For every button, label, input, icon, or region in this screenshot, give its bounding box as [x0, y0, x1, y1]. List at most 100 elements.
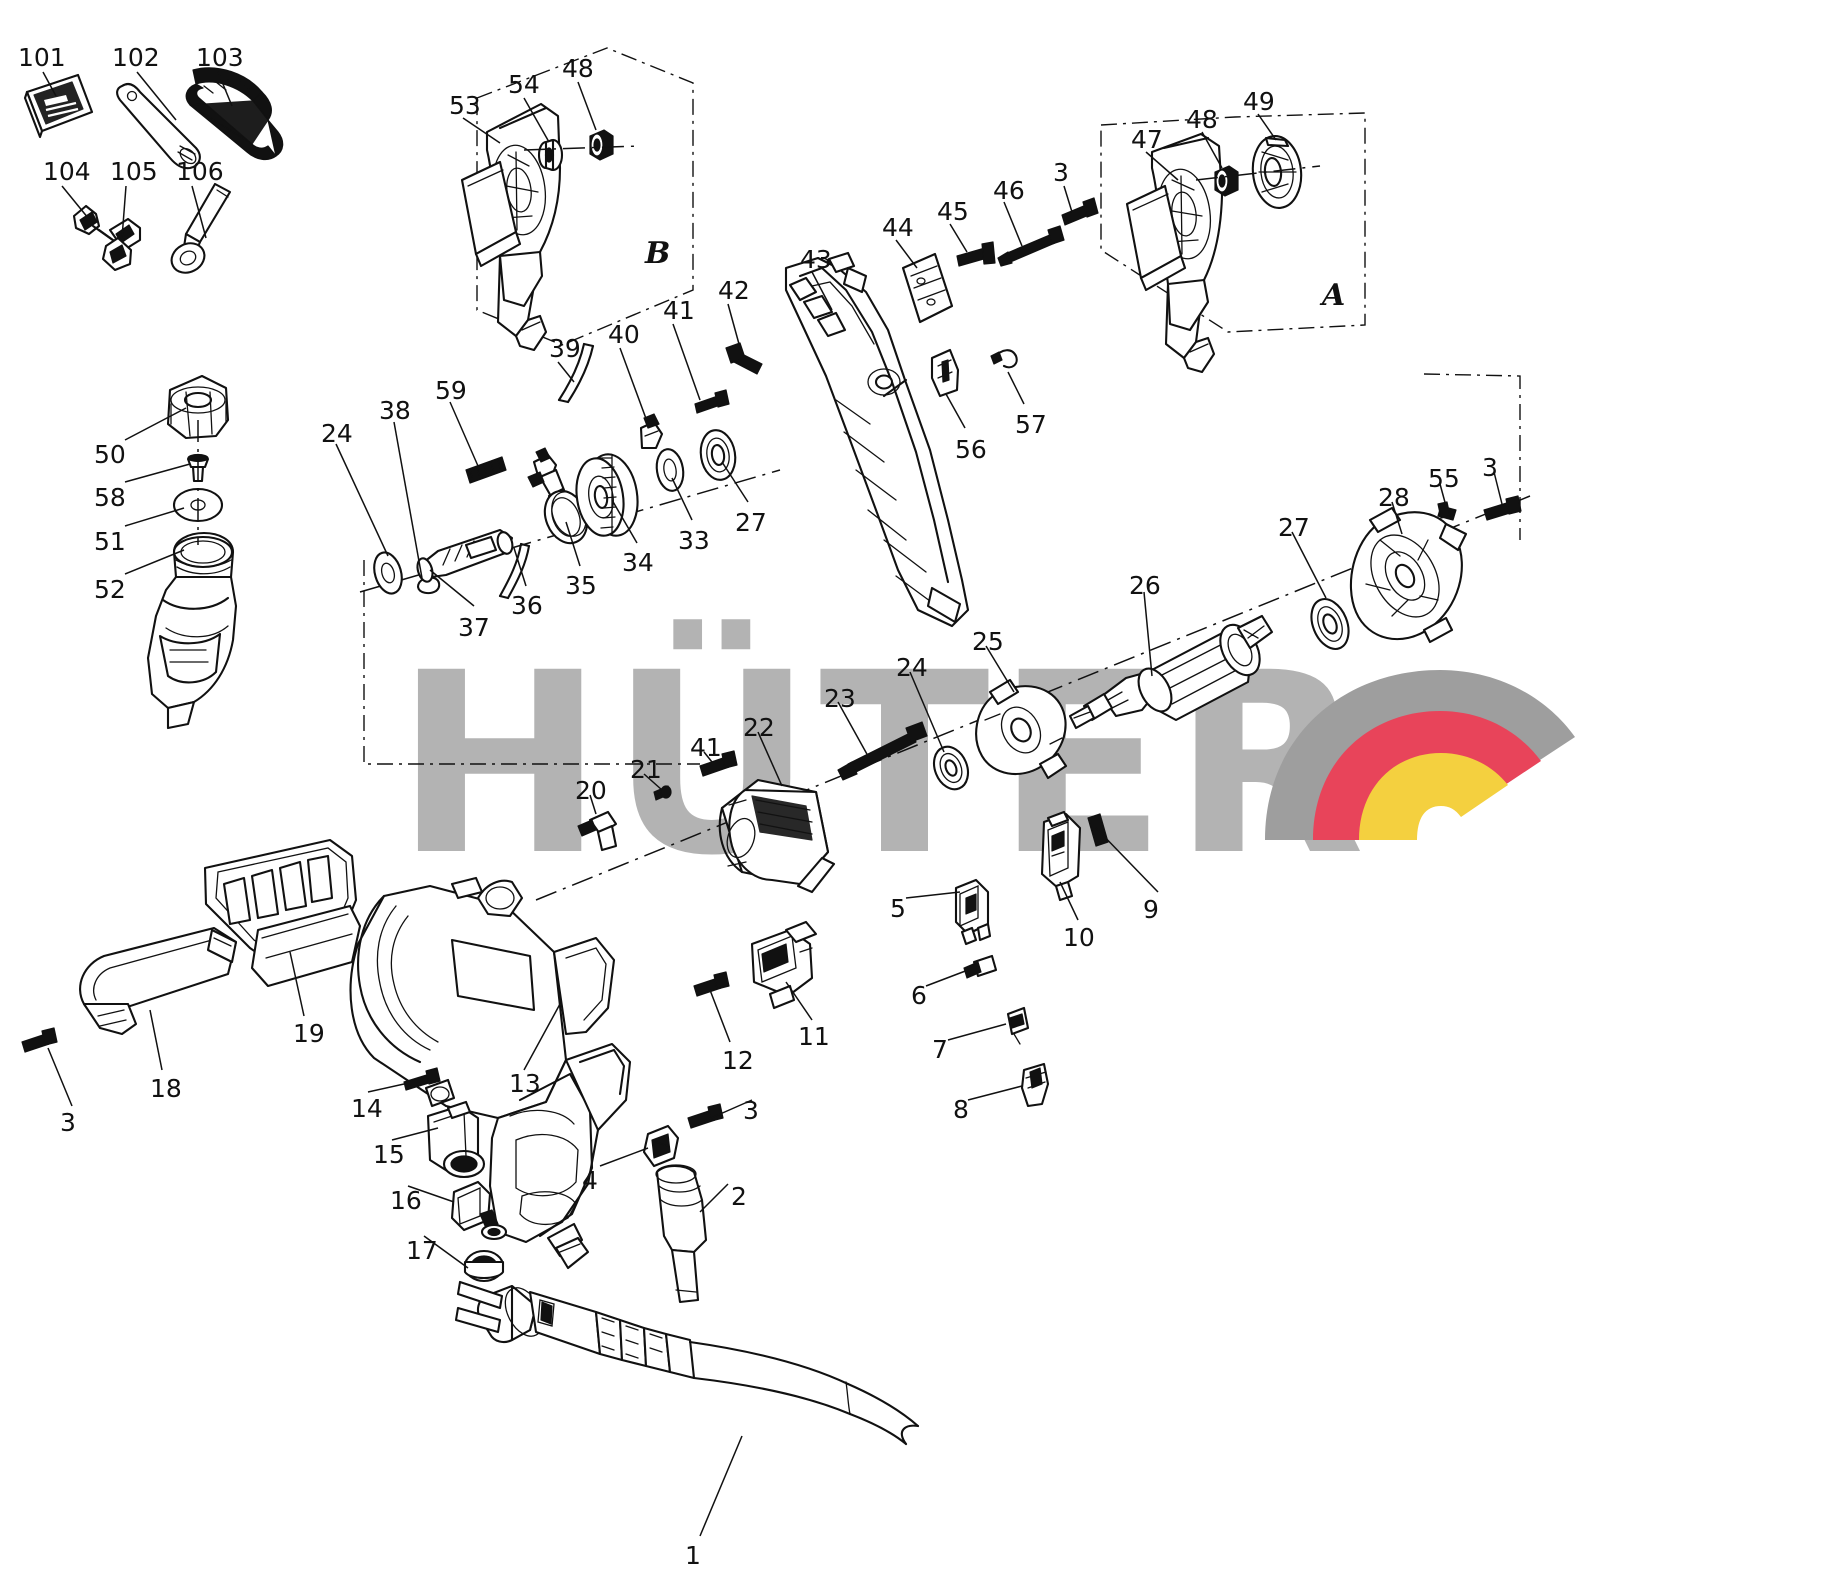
part-3-screw-right — [1483, 495, 1522, 521]
callout-13: 13 — [509, 1069, 541, 1098]
part-57-spring-clip — [990, 349, 1018, 369]
callout-49: 49 — [1243, 87, 1275, 116]
accessory-103-saw-chain — [185, 67, 284, 161]
callout-101: 101 — [18, 43, 66, 72]
axis-detail-a — [1195, 165, 1321, 181]
part-26-armature — [1068, 614, 1274, 730]
part-24-bearing-motor — [932, 745, 970, 791]
callout-56: 56 — [955, 435, 987, 464]
part-50-oil-cap — [166, 374, 230, 440]
part-28-end-cap — [1349, 506, 1468, 644]
part-18-front-handle — [79, 926, 238, 1036]
callout-6: 6 — [911, 981, 927, 1010]
callout-104: 104 — [43, 157, 91, 186]
callout-34: 34 — [622, 548, 654, 577]
callout-40: 40 — [608, 320, 640, 349]
part-35-oil-pump — [527, 447, 589, 545]
callout-3-left: 3 — [60, 1108, 76, 1137]
part-48-nut-b — [589, 129, 614, 161]
callout-14: 14 — [351, 1094, 383, 1123]
callout-43: 43 — [800, 245, 832, 274]
part-25-bearing-holder — [975, 678, 1068, 780]
part-48-nut-a — [1214, 165, 1239, 197]
part-6-terminal — [963, 954, 998, 979]
detail-box-b-label: B — [645, 236, 671, 271]
callout-46: 46 — [993, 176, 1025, 205]
part-20-oil-plug — [577, 810, 618, 852]
callout-20: 20 — [575, 776, 607, 805]
detail-frame-left — [363, 560, 700, 765]
callout-9: 9 — [1143, 895, 1159, 924]
part-24-bearing-left — [373, 551, 403, 595]
axis-gear-train — [359, 469, 781, 593]
part-3-screw-left — [21, 1027, 58, 1053]
callout-27-right: 27 — [1278, 513, 1310, 542]
callout-18: 18 — [150, 1074, 182, 1103]
callout-39: 39 — [549, 334, 581, 363]
callout-25: 25 — [972, 627, 1004, 656]
callout-24-motor: 24 — [896, 653, 928, 682]
callout-3-upper: 3 — [1053, 158, 1069, 187]
callout-26: 26 — [1129, 571, 1161, 600]
callout-10: 10 — [1063, 923, 1095, 952]
callout-57: 57 — [1015, 410, 1047, 439]
part-7-brush-spring — [1006, 1006, 1030, 1045]
part-4-bushing-right — [642, 1124, 680, 1168]
part-49-chain-sprocket-a — [1251, 135, 1303, 209]
callout-55: 55 — [1428, 464, 1460, 493]
part-39-oil-hose — [557, 342, 595, 404]
callout-41-upper: 41 — [663, 296, 695, 325]
part-11-trigger-switch — [750, 920, 818, 1010]
detail-box-a-label: A — [1322, 278, 1346, 313]
callout-52: 52 — [94, 575, 126, 604]
callout-48-a: 48 — [1186, 105, 1218, 134]
part-16-strain-relief — [450, 1180, 508, 1241]
callout-37: 37 — [458, 613, 490, 642]
part-15-bushing — [426, 1100, 486, 1179]
callout-59: 59 — [435, 376, 467, 405]
accessory-106-wrench — [170, 182, 232, 274]
callout-27-left: 27 — [735, 508, 767, 537]
part-59-spring-pin — [465, 456, 507, 484]
callout-58: 58 — [94, 483, 126, 512]
callout-45: 45 — [937, 197, 969, 226]
part-34-main-gear — [575, 453, 639, 537]
part-13-motor-housing — [349, 876, 632, 1270]
part-3-screw-lower-right — [687, 1103, 724, 1129]
callout-15: 15 — [373, 1140, 405, 1169]
callout-11: 11 — [798, 1022, 830, 1051]
callout-21: 21 — [630, 755, 662, 784]
part-52-oil-tank — [146, 531, 238, 730]
detail-box-b-outline — [476, 47, 694, 346]
callout-1: 1 — [685, 1541, 701, 1570]
callout-103: 103 — [196, 43, 244, 72]
callout-36: 36 — [511, 591, 543, 620]
part-5-brush-holder — [954, 878, 992, 946]
axis-detail-b — [523, 145, 641, 151]
part-46-long-screw — [997, 225, 1065, 267]
part-12-screw — [693, 971, 730, 997]
callout-53: 53 — [449, 91, 481, 120]
part-43-right-housing — [784, 251, 970, 628]
part-56-contact — [930, 348, 960, 398]
callout-47: 47 — [1131, 125, 1163, 154]
callout-8: 8 — [953, 1095, 969, 1124]
accessory-102-guide-bar — [116, 82, 201, 170]
callout-23: 23 — [824, 684, 856, 713]
callout-17: 17 — [406, 1236, 438, 1265]
callout-12: 12 — [722, 1046, 754, 1075]
accessory-101-manual — [23, 73, 94, 139]
part-27-bearing-upper — [699, 429, 737, 481]
callout-102: 102 — [112, 43, 160, 72]
callout-19: 19 — [293, 1019, 325, 1048]
part-54-bushing-b — [537, 138, 564, 172]
callout-50: 50 — [94, 440, 126, 469]
part-33-washer — [655, 448, 685, 492]
part-19-handle-guard — [203, 838, 362, 988]
callout-33: 33 — [678, 526, 710, 555]
part-40-clamp — [639, 413, 664, 450]
part-47-sprocket-cover-a — [1125, 132, 1224, 374]
callout-24-left: 24 — [321, 419, 353, 448]
part-8-carbon-brush — [1020, 1062, 1050, 1108]
